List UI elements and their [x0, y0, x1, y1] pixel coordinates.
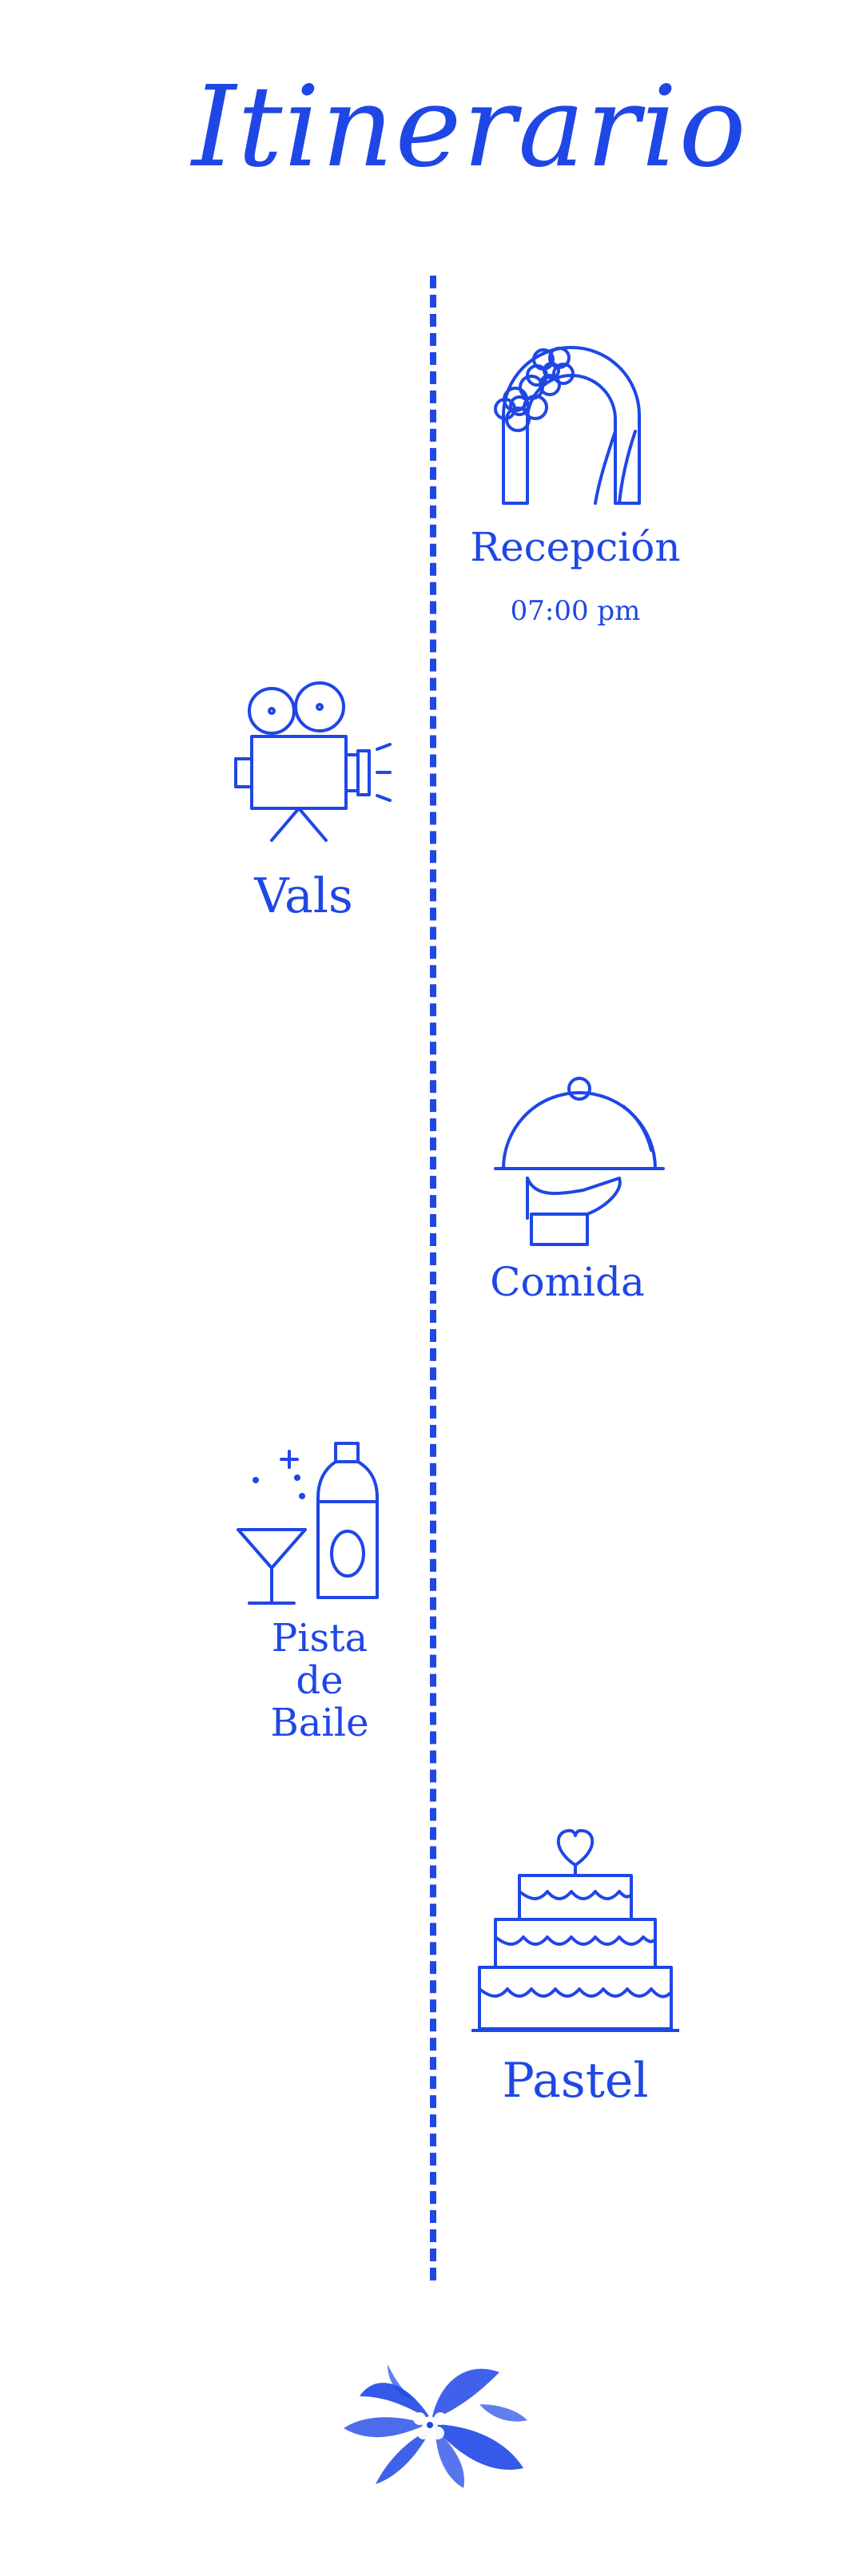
event-label-de: de [296, 1658, 344, 1703]
event-label-vals: Vals [254, 868, 353, 924]
floral-ornament-icon [328, 2348, 535, 2492]
page-title: Itinerario [192, 62, 748, 193]
flower-arch-icon [487, 343, 655, 511]
event-label-baile: Baile [270, 1701, 369, 1745]
food-cloche-icon [487, 1074, 671, 1250]
event-label-pastel: Pastel [502, 2053, 649, 2109]
event-label-recepcion: Recepción [470, 524, 681, 570]
cocktail-bottle-icon [232, 1434, 392, 1610]
movie-camera-icon [232, 671, 392, 855]
event-label-comida: Comida [490, 1259, 645, 1305]
event-time-recepcion: 07:00 pm [510, 595, 641, 627]
timeline-dashed-line [430, 276, 436, 2280]
event-label-pista: Pista [271, 1616, 368, 1661]
wedding-cake-icon [471, 1821, 679, 2037]
